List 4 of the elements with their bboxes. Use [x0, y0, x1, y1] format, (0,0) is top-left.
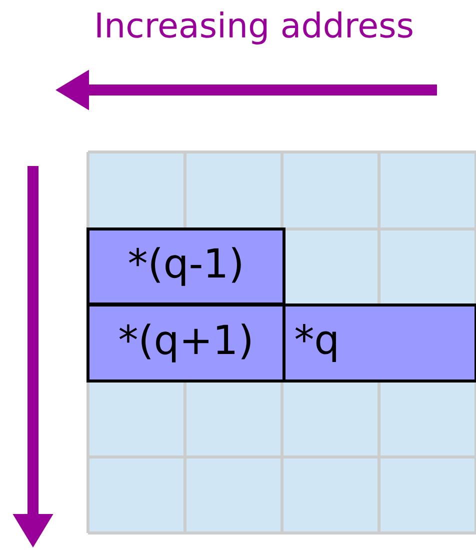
- memory-cell: *(q+1): [86, 304, 286, 382]
- memory-cell: *(q-1): [86, 228, 286, 306]
- title: Increasing address: [97, 12, 412, 44]
- memory-cell: *q: [282, 304, 476, 382]
